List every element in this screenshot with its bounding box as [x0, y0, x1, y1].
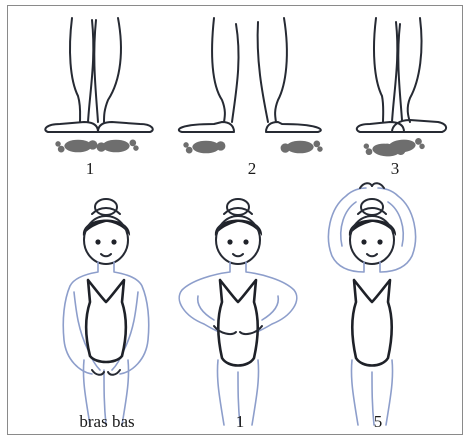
feet-position-1-label: 1 — [86, 160, 95, 177]
dancer-arms-position-1 — [179, 199, 297, 425]
dancer-arms-position-5 — [328, 183, 415, 425]
arms-position-5-label: 5 — [374, 413, 383, 430]
feet-position-2-label: 2 — [248, 160, 257, 177]
feet-position-3 — [357, 18, 446, 158]
feet-position-3-label: 3 — [391, 160, 400, 177]
feet-position-1 — [45, 18, 152, 153]
arms-bras-bas-label: bras bas — [79, 413, 134, 430]
arms-position-1-label: 1 — [236, 413, 245, 430]
feet-position-2 — [179, 18, 323, 154]
dancer-bras-bas — [63, 199, 149, 425]
